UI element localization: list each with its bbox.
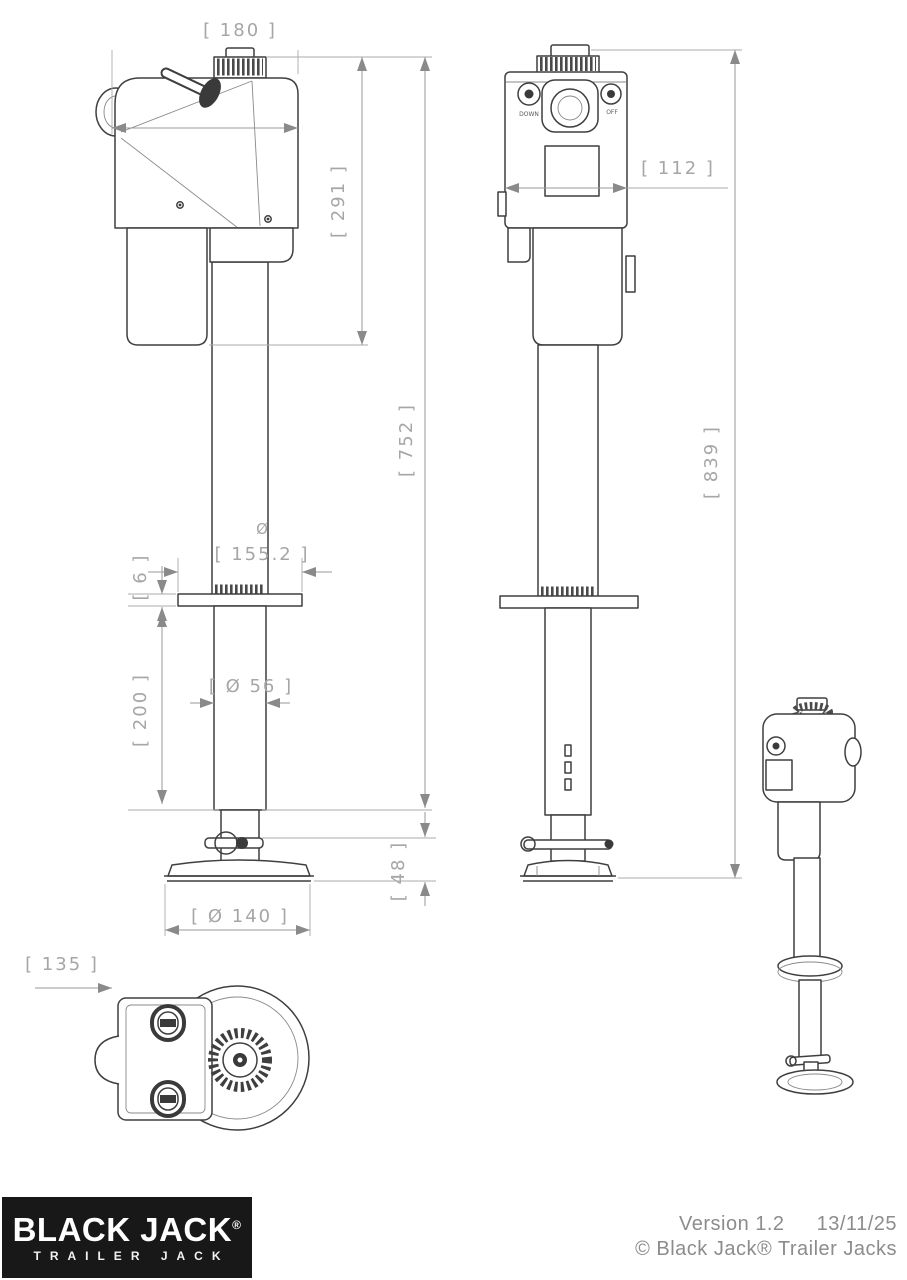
dimension-flange-diameter: Ø [ 155.2 ] [148, 520, 332, 592]
dim-inner-tube-length-label: [ 200 ] [130, 673, 151, 747]
registered-mark: ® [232, 1217, 242, 1232]
brand-logo: BLACK JACK® TRAILER JACK [2, 1197, 252, 1278]
dim-head-width-label: [ 180 ] [203, 20, 277, 41]
dimension-head-width: [ 180 ] [111, 20, 299, 134]
dimension-inner-tube-length: [ 200 ] [128, 613, 219, 811]
date-label: 13/11/25 [816, 1213, 897, 1235]
switch-label-off: OFF [606, 109, 618, 116]
technical-drawing: DOWN OFF [25, 20, 862, 1131]
dim-foot-diameter-label: [ Ø 140 ] [191, 906, 289, 927]
dimension-body-depth: [ 112 ] [505, 158, 728, 193]
dim-upper-length-label: [ 752 ] [396, 403, 417, 477]
dimension-tube-diameter: [ Ø 56 ] [190, 676, 293, 708]
dim-flange-thickness-label: [ 6 ] [130, 554, 151, 601]
dim-tube-diameter-label: [ Ø 56 ] [209, 676, 293, 697]
brand-text: BLACK JACK [12, 1210, 233, 1248]
dimension-foot-diameter: [ Ø 140 ] [164, 884, 311, 936]
bottom-view [94, 985, 310, 1131]
dim-body-depth-label: [ 112 ] [641, 158, 715, 179]
copyright-label: © Black Jack® Trailer Jacks [635, 1238, 897, 1260]
dim-bracket-width-label: [ 135 ] [25, 954, 99, 975]
dim-flange-diameter-label: [ 155.2 ] [214, 544, 309, 565]
dim-flange-diameter-symbol: Ø [256, 520, 268, 538]
dim-head-height-label: [ 291 ] [328, 164, 349, 238]
isometric-view [762, 697, 862, 1095]
dim-foot-height-label: [ 48 ] [388, 841, 409, 901]
dimension-upper-length: [ 752 ] [262, 57, 432, 811]
front-view: DOWN OFF [497, 44, 639, 882]
footer: Version 1.2 13/11/25 © Black Jack® Trail… [635, 1212, 897, 1262]
dimension-overall-height: [ 839 ] [591, 49, 742, 879]
version-label: Version 1.2 [678, 1213, 785, 1235]
dimension-flange-thickness: [ 6 ] [128, 554, 176, 634]
brand-tagline: TRAILER JACK [33, 1248, 230, 1263]
dim-overall-height-label: [ 839 ] [701, 425, 722, 499]
switch-label-down: DOWN [519, 111, 539, 118]
dimension-head-height: [ 291 ] [209, 56, 432, 346]
version-row: Version 1.2 13/11/25 [635, 1212, 897, 1237]
dimension-bracket-width: [ 135 ] [25, 954, 112, 993]
dimension-foot-height: [ 48 ] [262, 812, 436, 906]
brand-name: BLACK JACK® [13, 1213, 242, 1246]
side-view [95, 47, 314, 882]
